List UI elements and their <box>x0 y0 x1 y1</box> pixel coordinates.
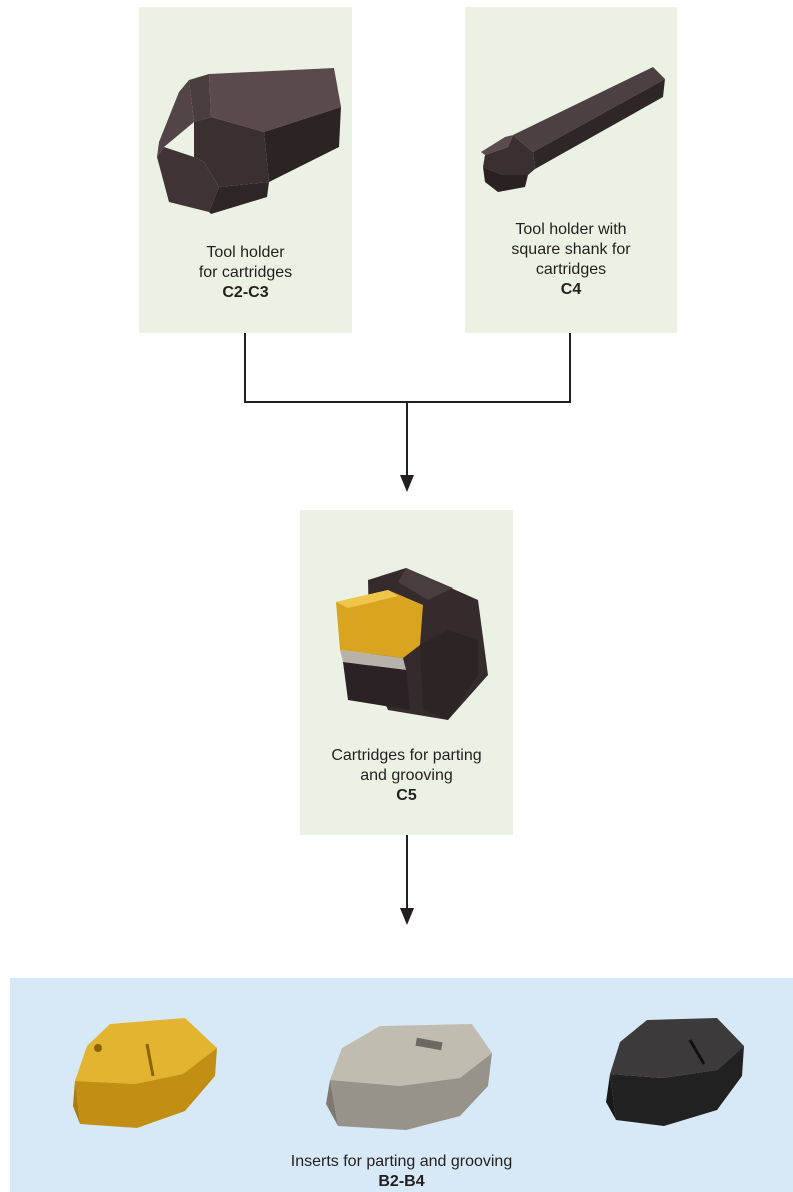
caption-line-1: Cartridges for parting <box>331 747 482 764</box>
black-insert-image <box>606 1018 744 1126</box>
inserts-band: Inserts for parting and grooving B2-B4 <box>10 978 793 1192</box>
product-code: C5 <box>396 787 417 804</box>
connector-line-c4 <box>407 333 571 403</box>
square-shank-holder-image <box>481 67 665 192</box>
caption-line-2: square shank for <box>511 241 631 258</box>
gold-insert-image <box>73 1018 217 1128</box>
arrow-head-to-inserts <box>400 908 414 925</box>
product-card-cartridge-c5: Cartridges for parting and grooving C5 <box>300 510 513 835</box>
connector-line-c2c3 <box>244 333 407 403</box>
caption-line-2: for cartridges <box>198 264 293 281</box>
tool-holder-image <box>157 68 341 214</box>
caption-line-1: Tool holder with <box>515 221 627 238</box>
cartridge-image <box>336 568 488 720</box>
product-code: C2-C3 <box>222 284 269 301</box>
silver-insert-image <box>326 1024 492 1130</box>
product-card-tool-holder-c4: Tool holder with square shank for cartri… <box>465 7 677 333</box>
arrow-head-to-c5 <box>400 475 414 492</box>
caption-line-1: Tool holder <box>206 244 285 261</box>
caption-line-3: cartridges <box>535 261 607 278</box>
product-code: B2-B4 <box>378 1173 425 1190</box>
product-code: C4 <box>560 281 582 298</box>
product-card-tool-holder-c2-c3: Tool holder for cartridges C2-C3 <box>139 7 352 333</box>
caption-line-2: and grooving <box>360 767 453 784</box>
caption-line-1: Inserts for parting and grooving <box>290 1153 513 1170</box>
